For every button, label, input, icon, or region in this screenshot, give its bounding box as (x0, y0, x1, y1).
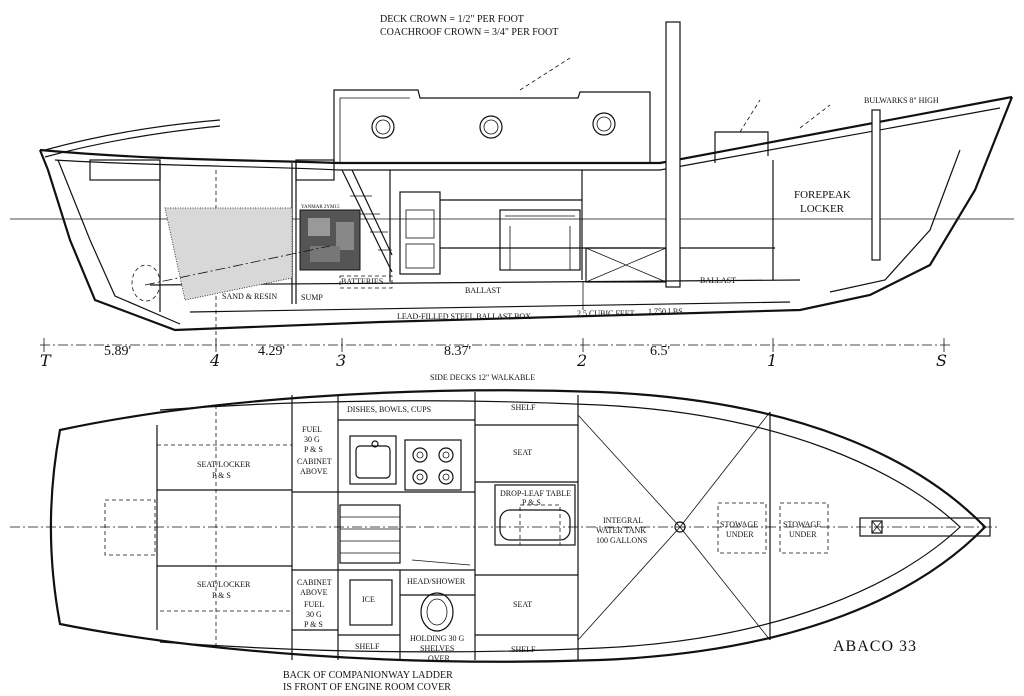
water-tank-2: WATER TANK (596, 526, 646, 535)
station-dimensions: T 4 3 2 1 S 5.89' 4.29' 8.37' 6.5' (40, 338, 950, 370)
station-label-2: 2 (576, 351, 587, 370)
stowage-1-b: UNDER (726, 530, 754, 539)
water-tank-1: INTEGRAL (603, 516, 643, 525)
fuel-bottom-1: FUEL (304, 600, 324, 609)
seat-locker-bottom-1: SEAT/LOCKER (197, 580, 251, 589)
holding-3: OVER (428, 654, 450, 663)
forepeak-label-2: LOCKER (800, 203, 845, 215)
seat-locker-top-2: P & S (212, 471, 231, 480)
ladder-note-1: BACK OF COMPANIONWAY LADDER (283, 670, 453, 681)
holding-1: HOLDING 30 G (410, 634, 464, 643)
station-label-1: 1 (767, 351, 777, 370)
profile-view: FOREPEAK LOCKER BULWARKS 8" HIGH YANMAR … (10, 21, 1014, 345)
spacing-t-4: 5.89' (104, 344, 131, 359)
stowage-1-a: STOWAGE (720, 520, 758, 529)
seat-locker-bottom-2: P & S (212, 591, 231, 600)
sand-resin-fill (164, 207, 293, 301)
drop-leaf-label: DROP-LEAF TABLE (500, 489, 571, 498)
spacing-4-3: 4.29' (258, 344, 285, 359)
drawing-title: ABACO 33 (833, 638, 917, 655)
dishes-label: DISHES, BOWLS, CUPS (347, 405, 431, 414)
ballast-weight-label: 1,750 LBS (648, 307, 683, 316)
ballast-aft-label: BALLAST (465, 286, 501, 295)
sump-label: SUMP (301, 293, 323, 302)
spacing-2-1: 6.5' (650, 344, 670, 359)
seat-bottom-label: SEAT (513, 600, 532, 609)
cabinet-above-top-2: ABOVE (300, 467, 328, 476)
water-tank-3: 100 GALLONS (596, 536, 647, 545)
stowage-2-a: STOWAGE (783, 520, 821, 529)
shelf-bottom-right-label: SHELF (511, 645, 536, 654)
deck-crown-note: DECK CROWN = 1/2" PER FOOT (380, 14, 524, 25)
engine-label: YANMAR 2YM15 (301, 205, 340, 210)
fuel-top-3: P & S (304, 445, 323, 454)
drop-leaf-ps-label: P & S (522, 498, 541, 507)
fuel-bottom-2: 30 G (306, 610, 322, 619)
fuel-top-1: FUEL (302, 425, 322, 434)
cabinet-above-bottom-1: CABINET (297, 578, 332, 587)
plan-view: SEAT/LOCKER P & S SEAT/LOCKER P & S FUEL… (10, 389, 1000, 663)
station-label-3: 3 (336, 351, 346, 370)
cabinet-above-top-1: CABINET (297, 457, 332, 466)
spacing-3-2: 8.37' (444, 344, 471, 359)
cabinet-above-bottom-2: ABOVE (300, 588, 328, 597)
batteries-label: BATTERIES (341, 277, 383, 286)
holding-2: SHELVES (420, 644, 454, 653)
ballast-volume-label: 2.5 CUBIC FEET (577, 309, 635, 318)
station-label-4: 4 (209, 351, 220, 370)
seat-top-label: SEAT (513, 448, 532, 457)
coachroof-crown-note: COACHROOF CROWN = 3/4" PER FOOT (380, 27, 558, 38)
ballast-box-label: LEAD-FILLED STEEL BALLAST BOX (397, 312, 531, 321)
shelf-top-label: SHELF (511, 403, 536, 412)
ballast-fwd-label: BALLAST (700, 276, 736, 285)
ladder-note-2: IS FRONT OF ENGINE ROOM COVER (283, 682, 451, 693)
stowage-2-b: UNDER (789, 530, 817, 539)
head-label: HEAD/SHOWER (407, 577, 466, 586)
forepeak-label-1: FOREPEAK (794, 189, 851, 201)
side-decks-note: SIDE DECKS 12" WALKABLE (430, 373, 535, 382)
seat-locker-top-1: SEAT/LOCKER (197, 460, 251, 469)
bulwarks-note: BULWARKS 8" HIGH (864, 96, 939, 105)
fuel-bottom-3: P & S (304, 620, 323, 629)
sand-resin-label: SAND & RESIN (222, 292, 277, 301)
station-label-t: T (40, 351, 52, 370)
ice-label: ICE (362, 595, 375, 604)
station-label-s: S (936, 351, 947, 370)
fuel-top-2: 30 G (304, 435, 320, 444)
shelf-bottom-left-label: SHELF (355, 642, 380, 651)
